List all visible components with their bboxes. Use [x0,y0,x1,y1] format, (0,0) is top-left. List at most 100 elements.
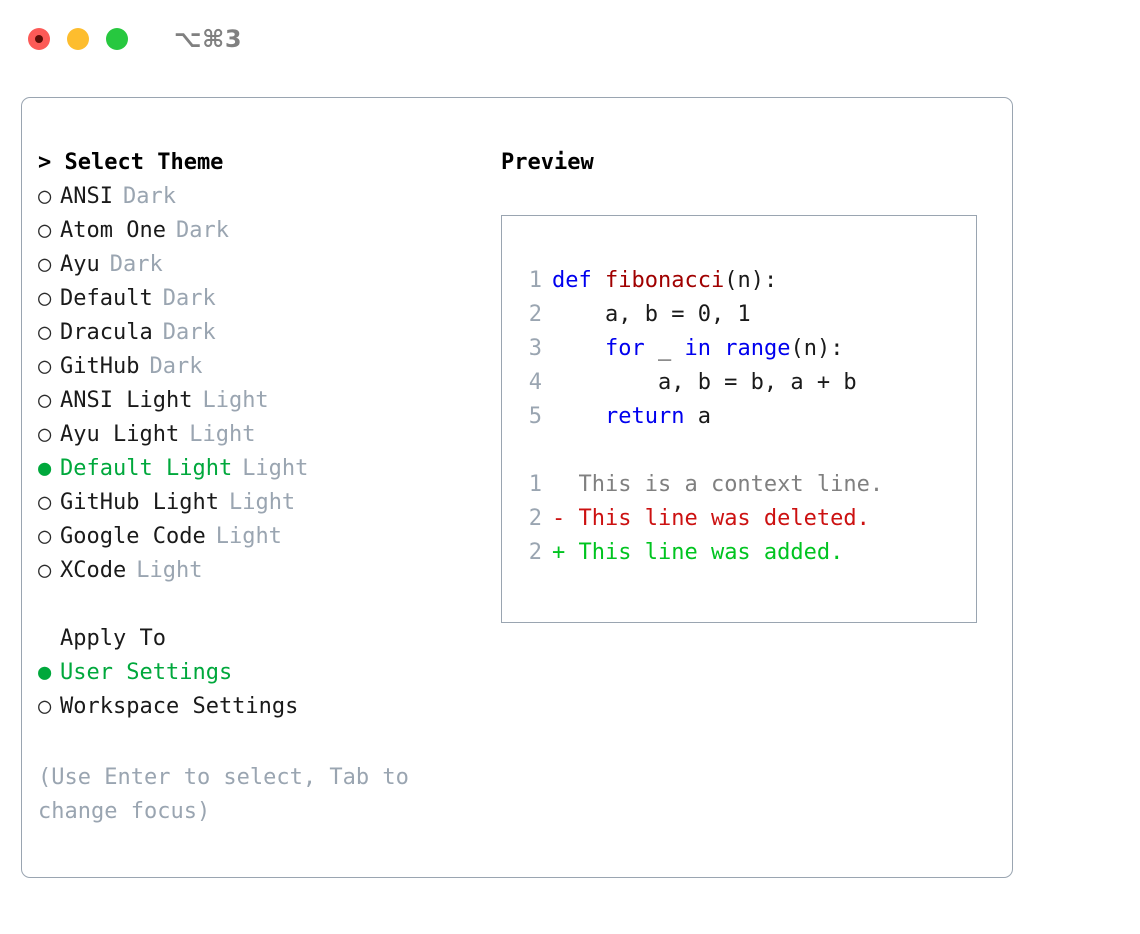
theme-variant-badge: Light [215,524,282,549]
theme-name: XCode [60,558,127,583]
radio-unselected-icon: ○ [38,184,52,209]
radio-selected-icon: ● [38,660,52,685]
theme-name: GitHub Light [60,490,219,515]
theme-list-item[interactable]: ○ Ayu Dark [38,248,478,282]
window-title: ⌥⌘3 [174,25,243,53]
radio-unselected-icon: ○ [38,354,52,379]
theme-variant-badge: Dark [122,184,176,209]
code-line: 3 for _ in range(n): [516,332,883,366]
diff-sign: + [552,540,566,565]
code-blank-line [516,434,883,468]
theme-list-item[interactable]: ○ ANSI Light Light [38,384,478,418]
section-spacer [38,588,478,622]
keyboard-hint: (Use Enter to select, Tab to change focu… [38,765,409,824]
apply-to-item[interactable]: ● User Settings [38,656,478,690]
code-token: a [684,404,711,429]
theme-list-item[interactable]: ○ Atom One Dark [38,214,478,248]
code-line: 5 return a [516,400,883,434]
theme-variant-badge: Light [202,388,269,413]
diff-text: This line was added. [565,540,844,565]
code-token: (n): [724,268,778,293]
line-number: 1 [528,472,542,497]
theme-name: GitHub [60,354,140,379]
code-token: fibonacci [604,268,725,293]
theme-name: ANSI Light [60,388,193,413]
apply-to-heading-indent: ○ [38,622,60,656]
theme-name: Dracula [60,320,153,345]
line-number: 2 [528,302,542,327]
diff-line: 2- This line was deleted. [516,502,883,536]
code-line: 2 a, b = 0, 1 [516,298,883,332]
minimize-button[interactable] [67,28,89,50]
line-number: 5 [528,404,542,429]
line-number: 3 [528,336,542,361]
select-theme-prompt-label: > Select Theme [38,150,224,175]
theme-name: Ayu Light [60,422,180,447]
apply-to-heading-label: Apply To [60,626,166,651]
line-number: 4 [528,370,542,395]
title-bar: ⌥⌘3 [0,0,1140,78]
preview-title: Preview [501,150,594,175]
radio-unselected-icon: ○ [38,252,52,277]
theme-variant-badge: Light [189,422,256,447]
diff-sign [552,472,565,497]
theme-variant-badge: Dark [109,252,163,277]
theme-variant-badge: Dark [162,320,216,345]
radio-unselected-icon: ○ [38,558,52,583]
theme-variant-badge: Dark [175,218,229,243]
radio-unselected-icon: ○ [38,286,52,311]
code-token: range [724,336,791,361]
code-token [552,336,605,361]
code-token [552,404,605,429]
theme-name: Google Code [60,524,206,549]
select-theme-prompt: > Select Theme [38,146,478,180]
code-token: return [604,404,685,429]
theme-name: Default Light [60,456,233,481]
theme-list-item[interactable]: ○ Google Code Light [38,520,478,554]
radio-unselected-icon: ○ [38,524,52,549]
diff-text: This is a context line. [565,472,884,497]
theme-list-item[interactable]: ○ XCode Light [38,554,478,588]
radio-unselected-icon: ○ [38,320,52,345]
code-token: a, b = b, a + b [552,370,857,395]
theme-list-item[interactable]: ○ ANSI Dark [38,180,478,214]
maximize-button[interactable] [106,28,128,50]
window-controls [28,28,128,50]
theme-variant-badge: Light [136,558,203,583]
radio-unselected-icon: ○ [38,490,52,515]
diff-sign: - [552,506,566,531]
apply-to-item[interactable]: ○Workspace Settings [38,690,478,724]
theme-name: Default [60,286,153,311]
line-number: 2 [528,506,542,531]
apply-to-label: User Settings [60,660,233,685]
apply-to-label: Workspace Settings [60,694,299,719]
radio-unselected-icon: ○ [38,218,52,243]
diff-line: 2 + This line was added. [516,536,883,570]
line-number: 2 [528,540,542,565]
theme-name: Ayu [60,252,100,277]
diff-text: This line was deleted. [565,506,870,531]
code-token: in [684,336,711,361]
code-token: a, b = 0, 1 [552,302,751,327]
code-token: (n): [790,336,844,361]
radio-unselected-icon: ○ [38,388,52,413]
apply-to-heading: ○ Apply To [38,622,478,656]
apply-to-list: ● User Settings ○Workspace Settings [38,656,478,724]
line-number: 1 [528,268,542,293]
theme-name: Atom One [60,218,166,243]
theme-list-item[interactable]: ○ Dracula Dark [38,316,478,350]
code-token [711,336,724,361]
theme-variant-badge: Light [242,456,309,481]
theme-name: ANSI [60,184,113,209]
close-button[interactable] [28,28,50,50]
